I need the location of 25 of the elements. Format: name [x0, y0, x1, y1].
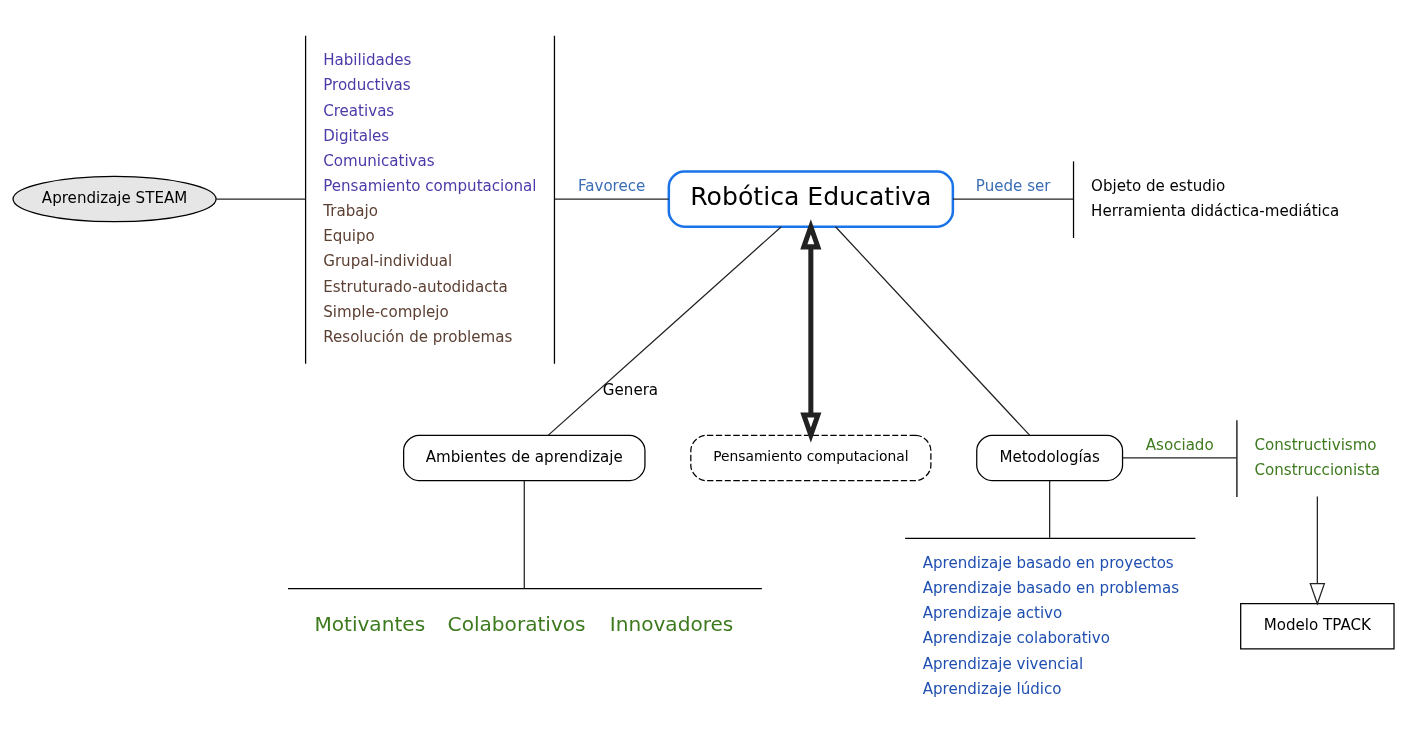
node-text: Aprendizaje basado en proyectos Aprendizaje basado en problemas Aprendizaje activo Aprendizaje colaborativo Aprendizaje vivencial Aprendizaje lúdico	[922, 553, 1180, 698]
connector	[215, 197, 307, 200]
edge-label: Genera	[602, 380, 659, 399]
node-box: Pensamiento computacional	[690, 434, 932, 481]
edge-label: Favorece	[577, 176, 646, 195]
connector	[952, 197, 1075, 200]
edge-label: Asociado	[1145, 435, 1214, 454]
node-text: Habilidades Productivas Creativas Digitales Comunicativas Pensamiento computacional Trabajo Equipo Grupal-individual Estruturado-autodidacta Simple-complejo Resolución de problemas	[323, 50, 537, 346]
connector	[834, 225, 1031, 436]
connector	[1122, 456, 1238, 459]
node-ellipse: Aprendizaje STEAM	[12, 175, 217, 222]
edge-label: Puede ser	[975, 176, 1051, 195]
node-text: Constructivismo Construccionista	[1254, 435, 1381, 479]
arrow	[800, 218, 822, 443]
node-box: Metodologías	[976, 434, 1124, 481]
connector	[1049, 479, 1051, 538]
connector	[554, 197, 670, 200]
arrow	[1309, 495, 1326, 606]
connector	[523, 479, 525, 589]
connector	[547, 225, 782, 436]
node-box: Robótica Educativa	[667, 169, 955, 228]
node-text: Objeto de estudio Herramienta didáctica-mediática	[1091, 176, 1340, 220]
node-text: Motivantes Colaborativos Innovadores	[314, 611, 734, 636]
node-box: Modelo TPACK	[1240, 602, 1395, 650]
node-box: Ambientes de aprendizaje	[403, 434, 646, 481]
